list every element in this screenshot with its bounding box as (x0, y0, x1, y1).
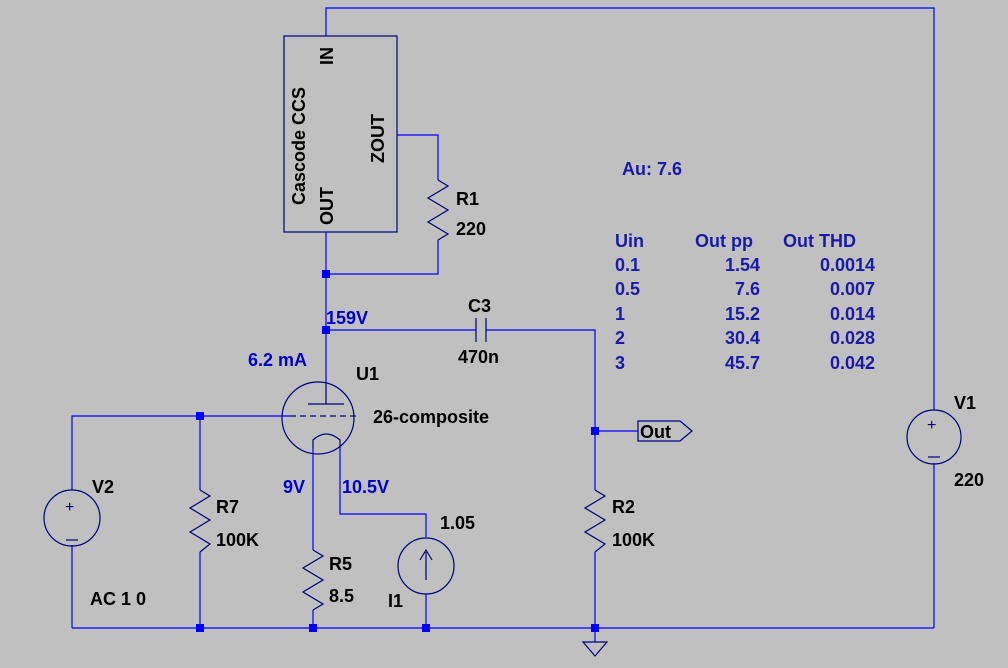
wire-zout-r1[interactable] (397, 134, 439, 180)
i1-body (397, 537, 455, 595)
i1-value: 1.05 (440, 513, 475, 533)
r2-zigzag (583, 489, 607, 553)
tube-envelope (281, 381, 355, 455)
table-cell: 0.1 (615, 255, 640, 275)
out-flag-shape (637, 420, 693, 442)
v2-value: AC 1 0 (90, 589, 146, 609)
plate-voltage-label: 159V (326, 308, 368, 328)
table-header-outpp: Out pp (695, 231, 753, 251)
ccs-title: Cascode CCS (289, 87, 309, 205)
table-cell: 0.007 (830, 279, 875, 299)
net-flag-out[interactable]: Out (637, 420, 693, 442)
table-header-uin: Uin (615, 231, 644, 251)
ccs-pin-out: OUT (317, 187, 337, 225)
gain-note: Au: 7.6 (622, 159, 682, 179)
node-ccs-out (322, 270, 330, 278)
r2-ref: R2 (612, 497, 635, 517)
tube-filament (312, 433, 341, 448)
v1-ref: V1 (954, 393, 976, 413)
u1-ref: U1 (356, 364, 379, 384)
voltage-source-v1[interactable]: + V1 220 (906, 393, 984, 490)
ccs-box (283, 35, 398, 233)
annotations: 159V 6.2 mA 9V 10.5V Au: 7.6 (248, 159, 682, 497)
table-cell: 15.2 (725, 304, 760, 324)
capacitor-c3[interactable]: C3 470n (458, 296, 499, 367)
table-cell: 0.0014 (820, 255, 875, 275)
plate-current-label: 6.2 mA (248, 350, 307, 370)
r1-ref: R1 (456, 189, 479, 209)
wire-r1-bottom[interactable] (326, 240, 439, 275)
table-cell: 2 (615, 328, 625, 348)
v1-value: 220 (954, 470, 984, 490)
i1-arrow-head-icon (419, 548, 433, 561)
r1-value: 220 (456, 219, 486, 239)
node-out (591, 427, 599, 435)
table-cell: 45.7 (725, 353, 760, 373)
r7-ref: R7 (216, 497, 239, 517)
r7-zigzag (188, 489, 212, 553)
r1-zigzag (426, 179, 450, 241)
table-cell: 0.014 (830, 304, 875, 324)
v2-ref: V2 (92, 477, 114, 497)
ground-icon (581, 641, 609, 657)
resistor-r7[interactable]: R7 100K (188, 489, 259, 553)
node-plate (322, 326, 330, 334)
ccs-pin-zout: ZOUT (368, 114, 388, 163)
ccs-pin-in: IN (317, 47, 337, 65)
v2-body (43, 489, 101, 547)
r7-value: 100K (216, 530, 259, 550)
table-cell: 0.042 (830, 353, 875, 373)
table-cell: 30.4 (725, 328, 760, 348)
wires (71, 7, 935, 642)
c3-value: 470n (458, 347, 499, 367)
v2-plus-icon: + (65, 499, 74, 516)
table-cell: 7.6 (735, 279, 760, 299)
table-cell: 1 (615, 304, 625, 324)
tube-u1[interactable]: U1 26-composite (281, 364, 489, 455)
v1-body (906, 409, 962, 465)
junction-nodes (196, 270, 599, 632)
v1-plus-icon: + (927, 417, 936, 434)
table-cell: 3 (615, 353, 625, 373)
filament-left-voltage: 9V (283, 477, 305, 497)
node-gnd-i1 (422, 624, 430, 632)
node-gnd-r5 (309, 624, 317, 632)
filament-right-voltage: 10.5V (342, 477, 389, 497)
i1-ref: I1 (388, 591, 403, 611)
current-source-i1[interactable]: I1 1.05 (388, 513, 475, 611)
node-gnd-r7 (196, 624, 204, 632)
out-flag-label: Out (640, 422, 671, 442)
node-grid (196, 412, 204, 420)
results-table: Uin Out pp Out THD 0.1 1.54 0.0014 0.5 7… (615, 231, 875, 373)
u1-value: 26-composite (373, 407, 489, 427)
node-gnd-r2 (591, 624, 599, 632)
wire-grid[interactable] (71, 415, 290, 490)
ccs-subcircuit[interactable]: Cascode CCS IN OUT ZOUT (283, 35, 398, 233)
voltage-source-v2[interactable]: + V2 AC 1 0 (43, 477, 146, 609)
r5-value: 8.5 (329, 586, 354, 606)
wire-supply-top[interactable] (325, 7, 935, 410)
r5-zigzag (301, 549, 325, 611)
table-cell: 0.5 (615, 279, 640, 299)
r5-ref: R5 (329, 554, 352, 574)
table-cell: 1.54 (725, 255, 760, 275)
r2-value: 100K (612, 530, 655, 550)
table-cell: 0.028 (830, 328, 875, 348)
wire-c3-out[interactable] (486, 329, 596, 490)
resistor-r2[interactable]: R2 100K (583, 489, 655, 553)
wire-filament-right[interactable] (339, 448, 427, 537)
resistor-r1[interactable]: R1 220 (426, 179, 486, 241)
table-header-thd: Out THD (783, 231, 856, 251)
c3-ref: C3 (468, 296, 491, 316)
resistor-r5[interactable]: R5 8.5 (301, 549, 354, 611)
